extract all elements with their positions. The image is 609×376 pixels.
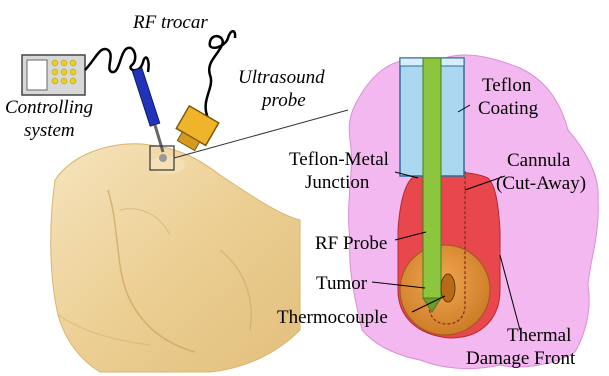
controlling-label: Controlling bbox=[5, 98, 93, 118]
rf-probe-core bbox=[423, 58, 441, 298]
rf-probe-label: RF Probe bbox=[315, 234, 387, 254]
ultrasound-probe-device bbox=[171, 106, 218, 154]
damage-front-label: Damage Front bbox=[466, 349, 575, 369]
controller-device bbox=[22, 55, 85, 95]
rf-trocar-label: RF trocar bbox=[133, 13, 208, 33]
coating-label: Coating bbox=[478, 99, 538, 119]
cannula-label: Cannula bbox=[507, 151, 570, 171]
rf-trocar-instrument bbox=[132, 68, 163, 152]
thermal-label: Thermal bbox=[507, 326, 571, 346]
ultrasound-label: Ultrasound bbox=[238, 68, 325, 88]
system-label: system bbox=[24, 121, 75, 141]
teflon-label: Teflon bbox=[482, 76, 531, 96]
tumor-label: Tumor bbox=[316, 274, 367, 294]
thermocouple-tip bbox=[441, 274, 455, 302]
ultrasound-cable bbox=[206, 31, 236, 118]
probe-label: probe bbox=[262, 91, 306, 111]
thermocouple-label: Thermocouple bbox=[277, 308, 388, 328]
cut-away-label: (Cut-Away) bbox=[496, 174, 586, 194]
patient-body bbox=[51, 144, 300, 372]
junction-label: Junction bbox=[305, 173, 369, 193]
teflon-metal-label: Teflon-Metal bbox=[289, 150, 389, 170]
